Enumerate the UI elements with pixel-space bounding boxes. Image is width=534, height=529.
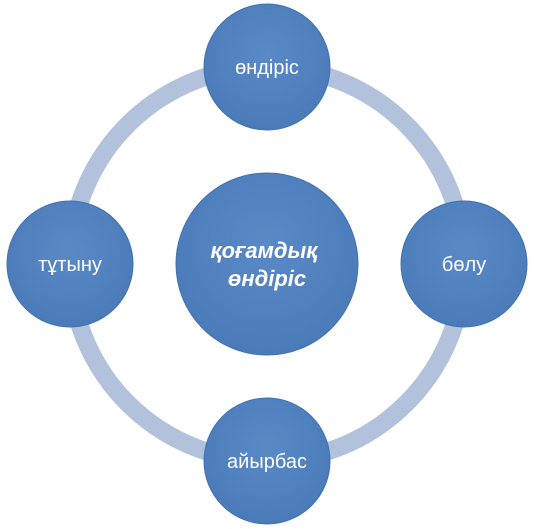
center-label-line2: өндіріс xyxy=(228,266,306,291)
svg-text:қоғамдық өндіріс: қоғамдық өндіріс xyxy=(210,238,323,291)
node-bottom-label: айырбас xyxy=(227,451,307,473)
center-node: қоғамдық өндіріс xyxy=(175,172,359,356)
node-top-label: өндіріс xyxy=(235,57,299,79)
node-top: өндіріс xyxy=(203,3,331,131)
node-right-circle xyxy=(400,200,528,328)
node-left-circle xyxy=(6,200,134,328)
center-node-circle xyxy=(175,172,359,356)
center-label-line1: қоғамдық xyxy=(210,238,319,263)
node-right: бөлу xyxy=(400,200,528,328)
node-right-label: бөлу xyxy=(442,254,486,276)
node-bottom-circle xyxy=(203,397,331,525)
node-left-label: тұтыну xyxy=(38,254,102,276)
node-left: тұтыну xyxy=(6,200,134,328)
node-bottom: айырбас xyxy=(203,397,331,525)
node-top-circle xyxy=(203,3,331,131)
